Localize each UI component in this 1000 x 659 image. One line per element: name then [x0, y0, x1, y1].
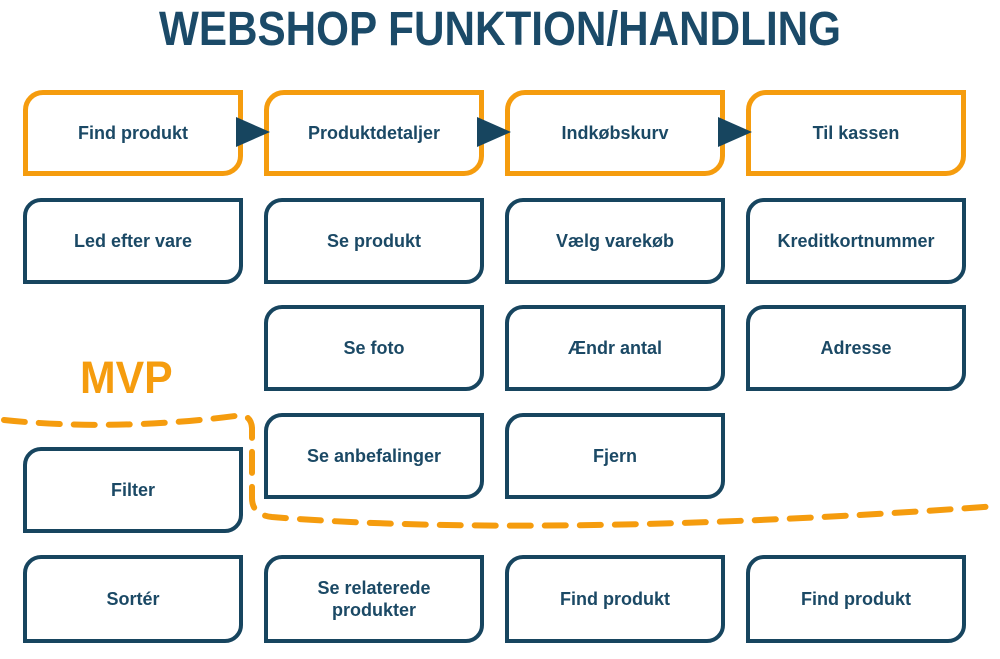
task-box-se-relaterede-produkter: Se relaterede produkter	[264, 555, 484, 643]
mvp-label: MVP	[80, 352, 173, 403]
task-box-led-efter-vare: Led efter vare	[23, 198, 243, 284]
task-box-adresse: Adresse	[746, 305, 966, 391]
task-box-find-produkt-kassen: Find produkt	[746, 555, 966, 643]
task-box-valg-varekob: Vælg varekøb	[505, 198, 725, 284]
header-box-produktdetaljer: Produktdetaljer	[264, 90, 484, 176]
task-box-se-foto: Se foto	[264, 305, 484, 391]
task-box-sorter: Sortér	[23, 555, 243, 643]
page-title: WEBSHOP FUNKTION/HANDLING	[158, 3, 842, 56]
task-box-se-produkt: Se produkt	[264, 198, 484, 284]
flow-arrow-icon	[718, 117, 752, 147]
flow-arrow-icon	[477, 117, 511, 147]
task-box-filter: Filter	[23, 447, 243, 533]
header-box-indkobskurv: Indkøbskurv	[505, 90, 725, 176]
task-box-kreditkortnummer: Kreditkortnummer	[746, 198, 966, 284]
header-box-til-kassen: Til kassen	[746, 90, 966, 176]
task-box-fjern: Fjern	[505, 413, 725, 499]
flow-arrow-icon	[236, 117, 270, 147]
task-box-andr-antal: Ændr antal	[505, 305, 725, 391]
header-box-find-produkt: Find produkt	[23, 90, 243, 176]
task-box-se-anbefalinger: Se anbefalinger	[264, 413, 484, 499]
task-box-find-produkt-kurv: Find produkt	[505, 555, 725, 643]
